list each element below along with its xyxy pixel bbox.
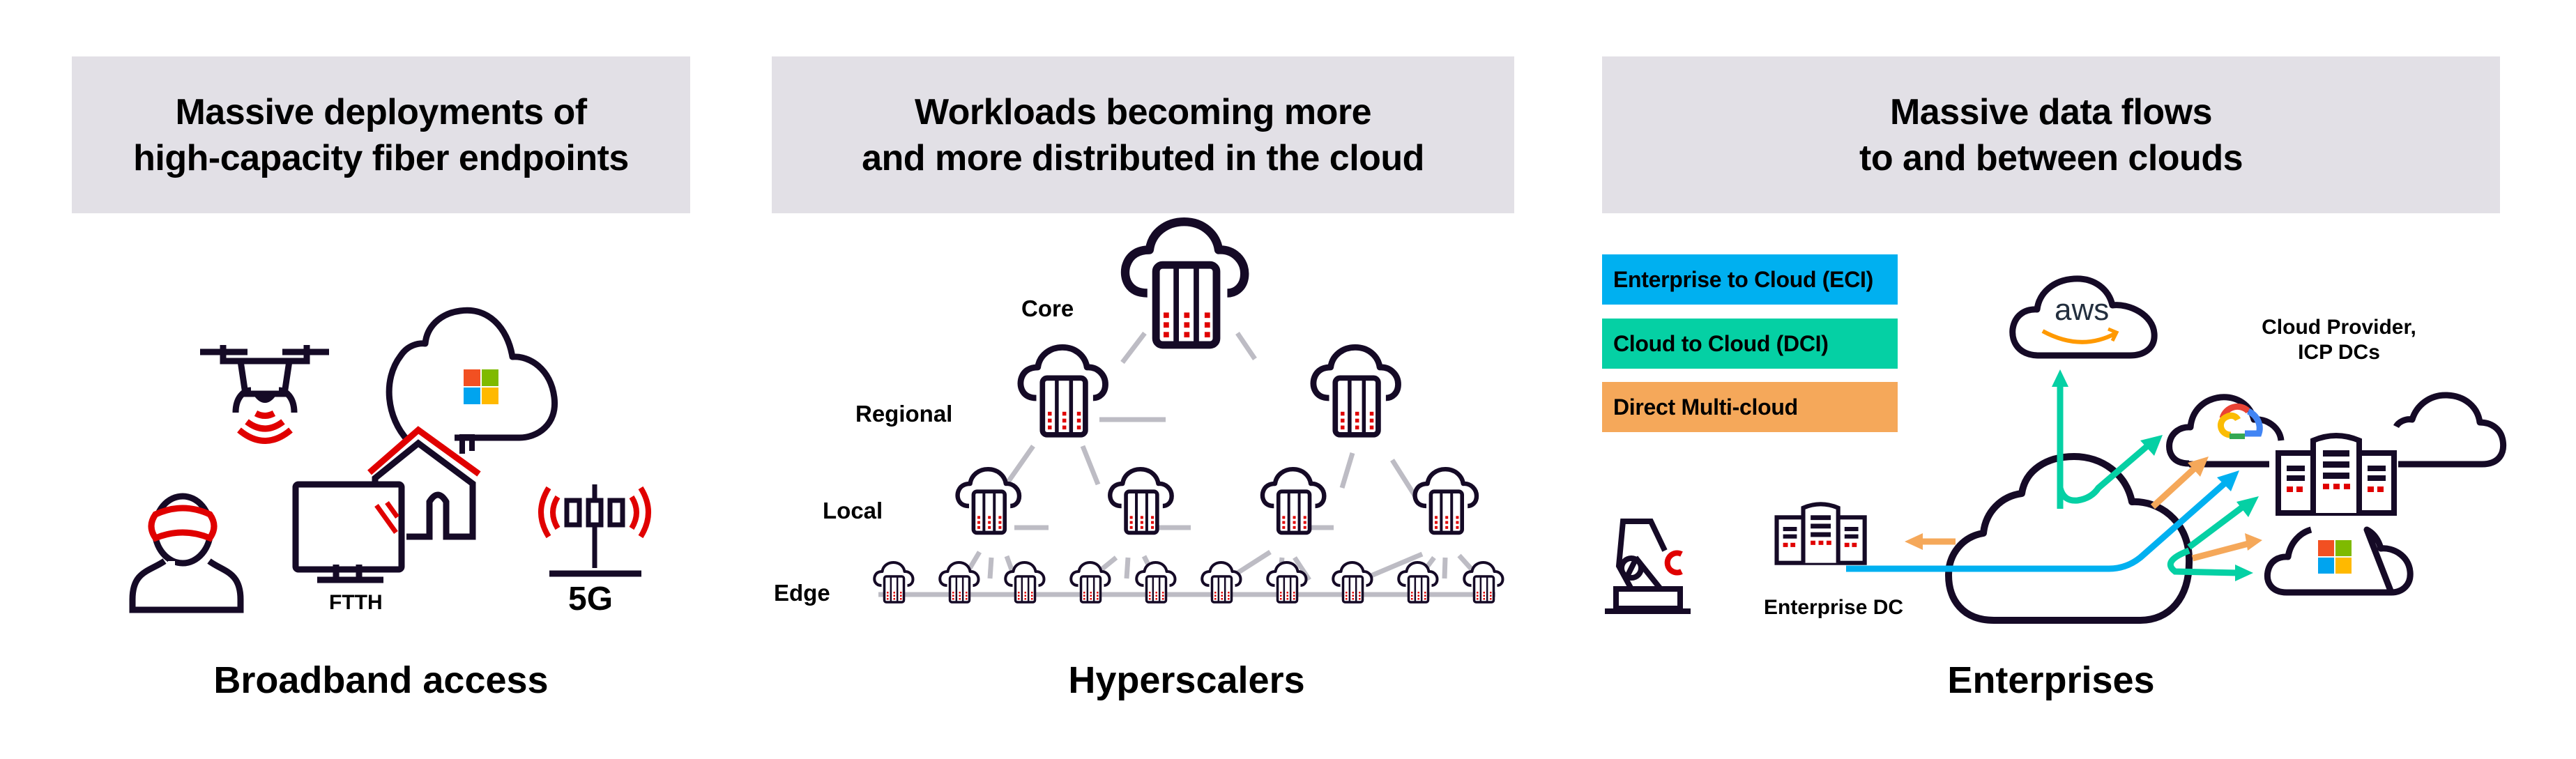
cloud-provider-line: ICP DCs	[2298, 341, 2380, 364]
microsoft-cloud-icon	[2264, 526, 2414, 596]
level-label-local: Local	[823, 498, 883, 523]
legend-dci-label: Cloud to Cloud (DCI)	[1613, 330, 1829, 356]
level-label-edge: Edge	[774, 580, 830, 606]
legend-eci-label: Enterprise to Cloud (ECI)	[1613, 266, 1873, 292]
central-cloud-icon	[1945, 453, 2193, 624]
header-line: Massive deployments of	[175, 91, 587, 132]
header-line: high-capacity fiber endpoints	[133, 137, 629, 178]
robot-arm-icon	[1605, 519, 1691, 614]
level-label-core: Core	[1021, 296, 1074, 321]
header-line: and more distributed in the cloud	[862, 137, 1424, 178]
server-cloud-regional	[1021, 347, 1106, 434]
server-cloud-core	[1125, 222, 1244, 345]
server-cloud-local	[1110, 469, 1171, 532]
legend-multicloud: Direct Multi-cloud	[1602, 382, 1898, 432]
aws-logo-text: aws	[2055, 293, 2110, 327]
hierarchy-links	[878, 331, 1495, 597]
home-icon	[367, 426, 481, 540]
caption-hyperscalers: Hyperscalers	[1068, 659, 1305, 701]
enterprise-dc-label: Enterprise DC	[1764, 596, 1904, 619]
aws-cloud-icon	[2009, 275, 2158, 359]
header-broadband: Massive deployments of high-capacity fib…	[72, 56, 690, 213]
caption-enterprises: Enterprises	[1947, 659, 2155, 701]
header-line: Massive data flows	[1889, 91, 2213, 132]
google-cloud-icon	[2166, 394, 2285, 468]
header-enterprises: Massive data flows to and between clouds	[1602, 56, 2500, 213]
header-enterprises-text: Massive data flows to and between clouds	[1859, 89, 2243, 181]
level-label-regional: Regional	[855, 401, 953, 427]
microsoft-cloud-icon	[386, 307, 558, 443]
cloud-icon	[2393, 392, 2507, 468]
caption-broadband: Broadband access	[213, 659, 549, 701]
icp-datacenter-icon	[2278, 436, 2394, 513]
header-broadband-text: Massive deployments of high-capacity fib…	[133, 89, 629, 181]
header-line: Workloads becoming more	[914, 91, 1372, 132]
5g-tower-icon	[538, 484, 651, 577]
drone-icon	[200, 345, 329, 444]
5g-label: 5G	[568, 581, 613, 618]
enterprise-dc-icon	[1777, 504, 1865, 562]
header-line: to and between clouds	[1859, 137, 2243, 178]
header-hyperscalers-text: Workloads becoming more and more distrib…	[862, 89, 1424, 181]
cloud-provider-line: Cloud Provider,	[2262, 316, 2416, 339]
flow-arrows	[1846, 369, 2262, 581]
server-cloud-local	[1415, 469, 1477, 532]
monitor-icon	[292, 481, 405, 583]
server-cloud-regional	[1313, 347, 1398, 434]
legend-eci: Enterprise to Cloud (ECI)	[1602, 254, 1898, 305]
ftth-label: FTTH	[329, 591, 383, 614]
legend-dci: Cloud to Cloud (DCI)	[1602, 319, 1898, 369]
cloud-provider-label: Cloud Provider, ICP DCs	[2259, 315, 2419, 365]
legend-multicloud-label: Direct Multi-cloud	[1613, 394, 1798, 420]
server-cloud-local	[1263, 469, 1324, 532]
hyperscaler-nodes	[873, 222, 1504, 604]
header-hyperscalers: Workloads becoming more and more distrib…	[772, 56, 1514, 213]
vr-headset-user-icon	[129, 493, 244, 613]
